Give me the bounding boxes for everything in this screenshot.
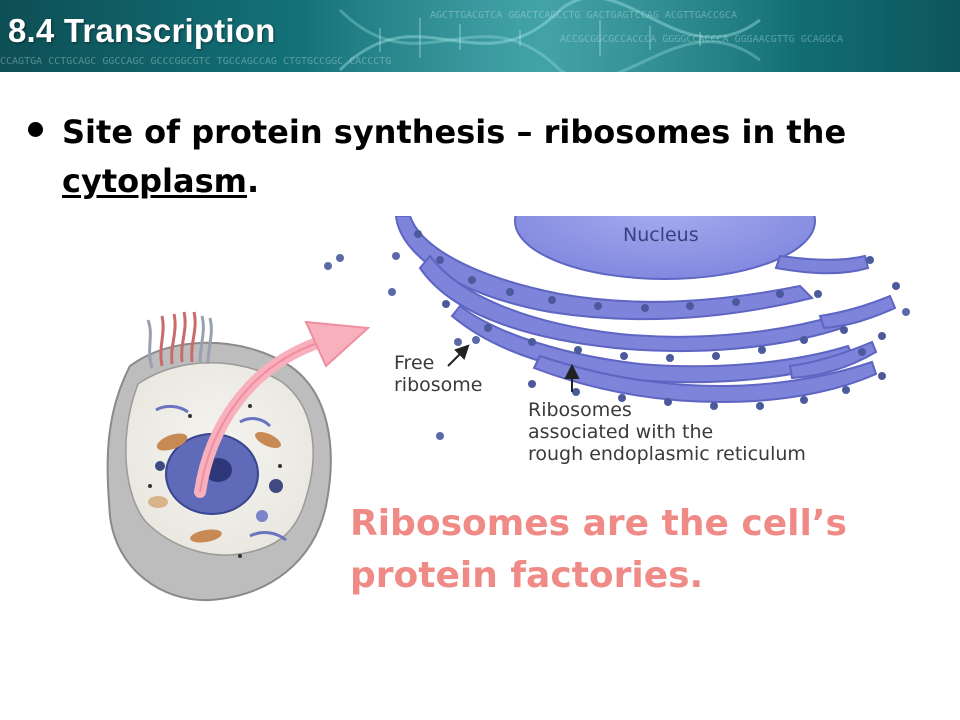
figure-caption: Ribosomes are the cell’s protein factori… (350, 498, 847, 602)
pink-arrow (194, 320, 371, 498)
pointer-arrow (447, 344, 580, 392)
free-ribosome-label: Free ribosome (394, 352, 483, 396)
bullet-text-end: . (246, 162, 260, 200)
nucleus-shape (514, 216, 816, 280)
nucleus-label: Nucleus (623, 224, 699, 246)
rer-label-line: associated with the (528, 421, 714, 443)
dna-sequence-text: AGCTTGACGTCA GGACTCAGCCTG GACTGAGTCCAG A… (430, 10, 738, 21)
caption-line: protein factories. (350, 555, 704, 596)
slide-title: 8.4 Transcription (8, 12, 276, 49)
bound-ribosomes (414, 230, 900, 410)
bullet-text: Site of protein synthesis – ribosomes in… (62, 108, 924, 206)
cell-drawing (106, 311, 332, 602)
free-ribosome-label-line: ribosome (394, 374, 483, 396)
rough-er-shape (394, 216, 897, 404)
bullet-point: Site of protein synthesis – ribosomes in… (24, 108, 924, 206)
caption-line: Ribosomes are the cell’s (350, 503, 847, 544)
bullet-icon (28, 122, 43, 137)
bullet-text-main: Site of protein synthesis – ribosomes in… (62, 113, 847, 151)
bullet-underlined-term: cytoplasm (62, 162, 247, 200)
rer-ribosomes-label: Ribosomes associated with the rough endo… (528, 399, 806, 465)
title-banner: AGCTTGACGTCA GGACTCAGCCTG GACTGAGTCCAG A… (0, 0, 960, 72)
dna-sequence-text: CCAGTGA CCTGCAGC GGCCAGC GCCCGGCGTC TGCC… (0, 56, 392, 67)
rer-label-line: rough endoplasmic reticulum (528, 443, 806, 465)
ribosome-illustration: Nucleus Free ribosome Ribosomes associat… (100, 216, 920, 616)
dna-sequence-text: ACCGCGGCGCCACCCA GGGGCCACCCA GGGAACGTTG … (560, 34, 843, 45)
rer-label-line: Ribosomes (528, 399, 632, 421)
dna-helix-background (300, 0, 800, 72)
free-ribosome-label-line: Free (394, 352, 435, 374)
free-ribosomes (324, 252, 910, 440)
